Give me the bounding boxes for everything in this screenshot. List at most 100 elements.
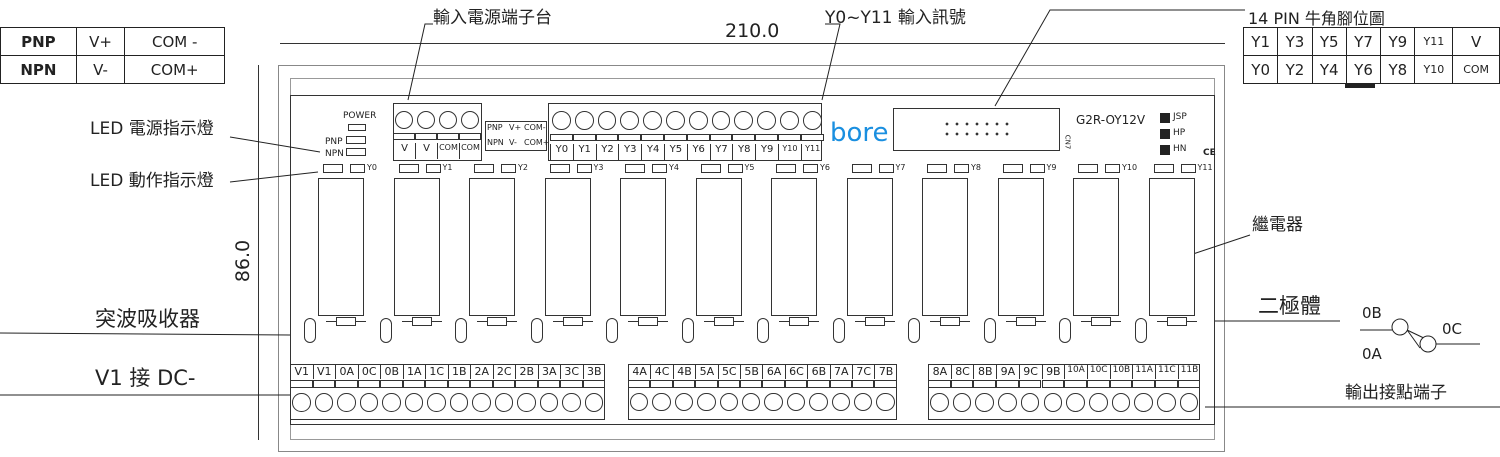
height-dimension-line: [258, 65, 259, 440]
relay: [997, 178, 1044, 316]
output-clamp: [717, 380, 740, 388]
output-clamp: [1018, 380, 1042, 388]
power-terminal-screw: [417, 111, 435, 129]
output-clamp: [740, 380, 763, 388]
output-clamp: [1086, 380, 1110, 388]
input-terminal-clamp: [755, 133, 778, 141]
callout-power-terminal: 輸入電源端子台: [433, 8, 552, 28]
output-terminal-screw: [404, 393, 423, 412]
input-terminal-label: Y9: [755, 143, 778, 160]
output-clamp: [447, 380, 470, 388]
pin-cell: Y6: [1345, 55, 1382, 84]
output-terminal-label: 9A: [996, 365, 1019, 379]
input-terminal-screw: [643, 111, 662, 130]
output-terminal-screw: [1157, 393, 1176, 412]
output-terminal-label: 5A: [695, 365, 717, 379]
output-terminal-label: 6A: [762, 365, 784, 379]
surge-absorber: [1059, 318, 1071, 343]
output-terminal-screw: [584, 393, 603, 412]
input-led: [727, 164, 743, 173]
input-terminal-clamp: [778, 133, 801, 141]
relay-channel-label: Y8: [971, 163, 981, 172]
diode: [638, 317, 658, 326]
output-clamp: [829, 380, 852, 388]
input-led: [1180, 164, 1196, 173]
status-led: [851, 164, 872, 173]
output-terminal-screw: [1066, 393, 1085, 412]
output-terminal-label: 6C: [784, 365, 807, 379]
pin-cell: Y2: [1277, 55, 1313, 84]
input-terminal-clamp: [550, 133, 573, 141]
diode: [789, 317, 809, 326]
power-led-label: POWER: [343, 111, 377, 121]
output-clamp: [928, 380, 951, 388]
input-led: [1029, 164, 1045, 173]
output-clamp: [996, 380, 1019, 388]
relay: [544, 178, 591, 316]
output-terminal-screw: [630, 393, 649, 412]
surge-absorber: [455, 318, 467, 343]
output-clamp: [1064, 380, 1087, 388]
input-led: [803, 164, 818, 173]
surge-absorber: [379, 318, 392, 343]
input-terminal-screw: [802, 111, 822, 130]
relay-channel-label: Y6: [820, 163, 830, 172]
power-terminal-clamp: [393, 133, 415, 140]
callout-surge: 突波吸收器: [95, 307, 200, 331]
input-terminal-clamp: [618, 133, 642, 141]
input-terminal-screw: [780, 111, 799, 130]
input-led: [878, 164, 894, 173]
input-terminal-label: Y7: [709, 143, 733, 160]
input-led: [652, 164, 667, 173]
connector-pins: [942, 119, 1012, 139]
status-led: [398, 164, 419, 173]
input-terminal-screw: [666, 111, 685, 130]
callout-output-terminal: 輸出接點端子: [1345, 383, 1447, 403]
output-terminal-screw: [314, 393, 333, 412]
output-terminal-screw: [472, 393, 491, 412]
relay: [695, 178, 742, 316]
relay: [922, 178, 968, 316]
input-terminal-label: Y4: [641, 143, 664, 160]
output-clamp: [695, 380, 718, 388]
input-terminal-clamp: [664, 133, 687, 141]
surge-absorber: [1134, 318, 1147, 343]
output-terminal-label: 7A: [829, 365, 852, 379]
output-terminal-label: 6B: [807, 365, 829, 379]
mini-com-minus: COM-: [524, 123, 546, 132]
output-clamp: [762, 380, 785, 388]
output-clamp: [312, 380, 335, 388]
output-terminal-label: 2A: [470, 365, 493, 379]
contact-com: 0A: [1362, 345, 1382, 363]
output-clamp: [425, 380, 448, 388]
output-clamp: [537, 380, 560, 388]
surge-absorber: [832, 318, 845, 343]
output-clamp: [1132, 380, 1155, 388]
output-clamp: [672, 380, 696, 388]
output-terminal-label: 10B: [1109, 365, 1133, 379]
output-terminal-screw: [1179, 393, 1199, 412]
diode: [1091, 317, 1111, 326]
output-terminal-label: 8C: [950, 365, 974, 379]
output-terminal-screw: [719, 393, 738, 412]
relay: [469, 178, 515, 316]
output-terminal-label: 5B: [740, 365, 762, 379]
output-terminal-label: 1A: [402, 365, 426, 379]
npn-label: NPN: [325, 149, 344, 159]
jumper-hp: [1160, 129, 1170, 139]
output-terminal-label: 2C: [492, 365, 516, 379]
output-clamp: [560, 380, 583, 388]
mini-npn: NPN: [487, 138, 504, 147]
output-clamp: [1177, 380, 1201, 388]
output-terminal-label: V1: [290, 365, 313, 379]
contact-nc: 0B: [1362, 304, 1382, 322]
relay: [771, 178, 817, 316]
mini-v-minus: V-: [509, 138, 517, 147]
output-terminal-screw: [1043, 393, 1063, 412]
output-clamp: [380, 380, 403, 388]
status-led: [927, 164, 947, 173]
input-terminal-screw: [734, 111, 754, 130]
output-terminal-screw: [1088, 393, 1108, 412]
output-terminal-label: 11A: [1132, 365, 1155, 379]
output-terminal-screw: [449, 393, 468, 412]
